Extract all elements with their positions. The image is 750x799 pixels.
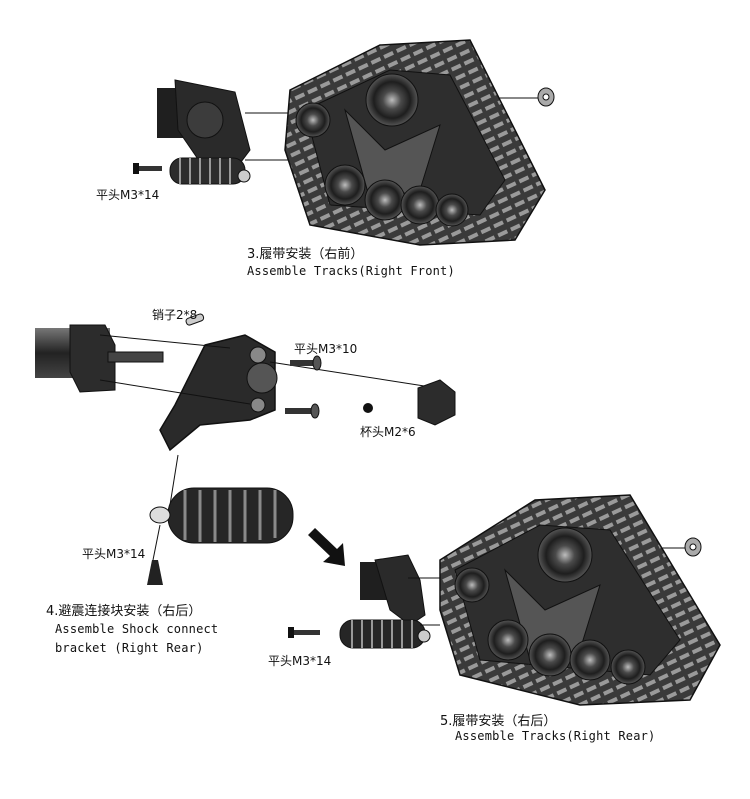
step3-title-en: Assemble Tracks(Right Front) [247,264,455,278]
drive-sprocket [365,73,419,127]
screw-bracket-lower [285,403,320,419]
road-wheel [569,639,611,681]
track-unit-rear [439,494,721,706]
direction-arrow [308,528,345,566]
step4-title-cn: 4.避震连接块安装（右后） [46,604,202,619]
hex-hub [417,379,456,426]
pin-2x8 [185,313,205,326]
wheel-nut-top [537,87,555,107]
drive-sprocket [537,527,593,583]
part-label-m3x10: 平头M3*10 [294,342,358,356]
part-label-m3x14-rear: 平头M3*14 [268,654,332,668]
part-label-m2x6: 杯头M2*6 [360,425,416,439]
step4-drawing [35,313,456,585]
step5-title-en: Assemble Tracks(Right Rear) [455,729,656,743]
screw-m3x10 [290,355,322,371]
step5-title-cn: 5.履带安装（右后） [440,714,557,729]
wheel-nut-rear [684,537,702,557]
part-label-m3x14-step4: 平头M3*14 [82,547,146,561]
bracket-rear [374,554,426,626]
step3-title-cn: 3.履带安装（右前） [247,247,364,262]
shock-absorber-rear [339,619,431,649]
shock-connect-bracket [159,334,276,452]
step4-title-en-line2: bracket (Right Rear) [55,641,204,655]
road-wheel [528,633,572,677]
shock-absorber [169,157,251,185]
road-wheel [610,649,646,685]
screw-m3x14-rear [288,627,320,638]
part-label-m3x14-top: 平头M3*14 [96,188,160,202]
road-wheel [324,164,366,206]
idler-wheel [454,567,490,603]
part-label-pin-2x8: 销子2*8 [152,308,198,322]
shock-absorber-step4 [149,487,294,544]
road-wheel [435,193,469,227]
road-wheel [364,179,406,221]
road-wheel [487,619,529,661]
screw-m3x14-step4 [147,560,163,585]
track-unit-front [284,39,546,246]
step5-drawing [288,494,721,706]
screw-m3x14-top [133,163,162,174]
road-wheel [400,185,440,225]
axle-end-bracket [69,324,116,393]
axle-stub [107,351,164,363]
idler-wheel [295,102,331,138]
screw-m2x6 [363,403,373,413]
step3-drawing [133,39,555,246]
step4-title-en-line1: Assemble Shock connect [55,622,219,636]
